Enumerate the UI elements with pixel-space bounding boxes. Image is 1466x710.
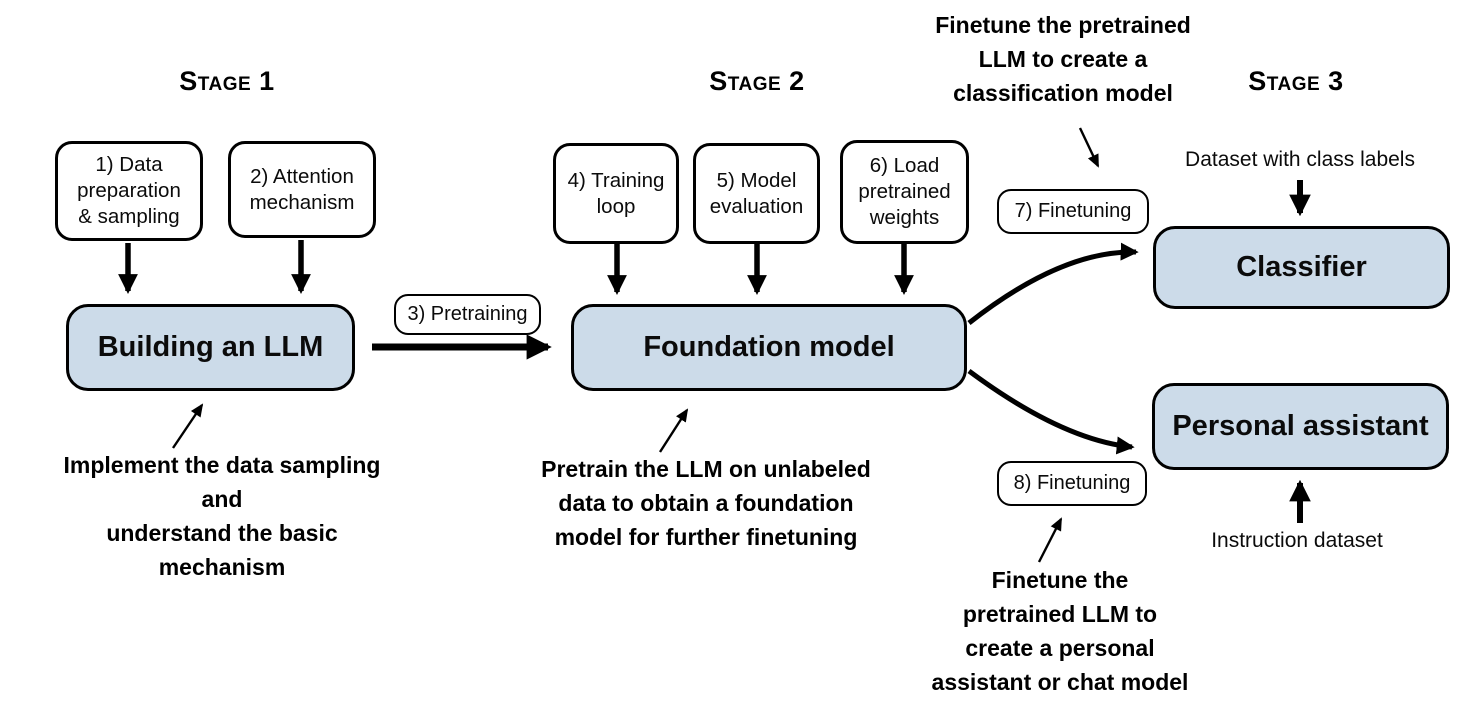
foundation-model-box: Foundation model (571, 304, 967, 391)
arrow-note-to-finetuning7 (1078, 127, 1100, 168)
step-line: 4) Training (567, 168, 665, 192)
annotation-line: LLM to create a (978, 46, 1148, 72)
annotation-line: Finetune the (991, 567, 1129, 593)
step-line: 2) Attention (250, 164, 354, 188)
step-line: evaluation (709, 194, 804, 218)
step-line: weights (869, 205, 940, 229)
step-line: 1) Data (95, 153, 163, 177)
step-line: preparation (77, 179, 181, 203)
annotation-line: understand the basic mechanism (106, 520, 338, 580)
stage1-header: Stage 1 (179, 66, 275, 96)
classifier-box: Classifier (1153, 226, 1450, 309)
step-line: loop (596, 194, 636, 218)
arrow-foundation-to-assistant (967, 368, 1135, 455)
step-line: mechanism (249, 190, 355, 214)
dataset-with-class-labels-text: Dataset with class labels (1185, 148, 1415, 171)
instruction-dataset-text: Instruction dataset (1211, 529, 1383, 552)
stage2-annotation: Pretrain the LLM on unlabeled data to ob… (526, 452, 886, 554)
step-box-data-preparation: 1) Data preparation & sampling (55, 141, 203, 241)
arrow-note-to-building (172, 403, 204, 449)
arrow-foundation-to-classifier (967, 242, 1139, 325)
building-llm-box: Building an LLM (66, 304, 355, 391)
annotation-line: Pretrain the LLM on unlabeled (541, 456, 871, 482)
step-line: pretrained (858, 180, 951, 204)
chat-annotation: Finetune the pretrained LLM to create a … (910, 563, 1210, 699)
classification-annotation: Finetune the pretrained LLM to create a … (913, 8, 1213, 110)
step-box-finetuning-7: 7) Finetuning (997, 189, 1149, 234)
step-line: 5) Model (716, 168, 797, 192)
annotation-line: create a personal (965, 635, 1155, 661)
step-box-pretraining: 3) Pretraining (394, 294, 541, 335)
annotation-line: classification model (953, 80, 1173, 106)
step-box-finetuning-8: 8) Finetuning (997, 461, 1147, 506)
step-line: & sampling (78, 204, 180, 228)
step-line: 6) Load (869, 154, 940, 178)
annotation-line: model for further finetuning (554, 524, 858, 550)
arrow-note-to-foundation (658, 408, 689, 453)
annotation-line: pretrained LLM to (962, 601, 1158, 627)
step-box-training-loop: 4) Training loop (553, 143, 679, 244)
annotation-line: Implement the data sampling and (63, 452, 381, 512)
personal-assistant-box: Personal assistant (1152, 383, 1449, 470)
annotation-line: assistant or chat model (931, 669, 1189, 695)
step-box-load-weights: 6) Load pretrained weights (840, 140, 969, 244)
stage3-header: Stage 3 (1248, 66, 1344, 96)
annotation-line: Finetune the pretrained (935, 12, 1191, 38)
annotation-line: data to obtain a foundation (558, 490, 854, 516)
step-box-attention-mechanism: 2) Attention mechanism (228, 141, 376, 238)
step-box-model-evaluation: 5) Model evaluation (693, 143, 820, 244)
stage2-header: Stage 2 (709, 66, 805, 96)
stage1-annotation: Implement the data sampling and understa… (42, 448, 402, 584)
arrow-note-to-finetuning8 (1037, 517, 1063, 563)
